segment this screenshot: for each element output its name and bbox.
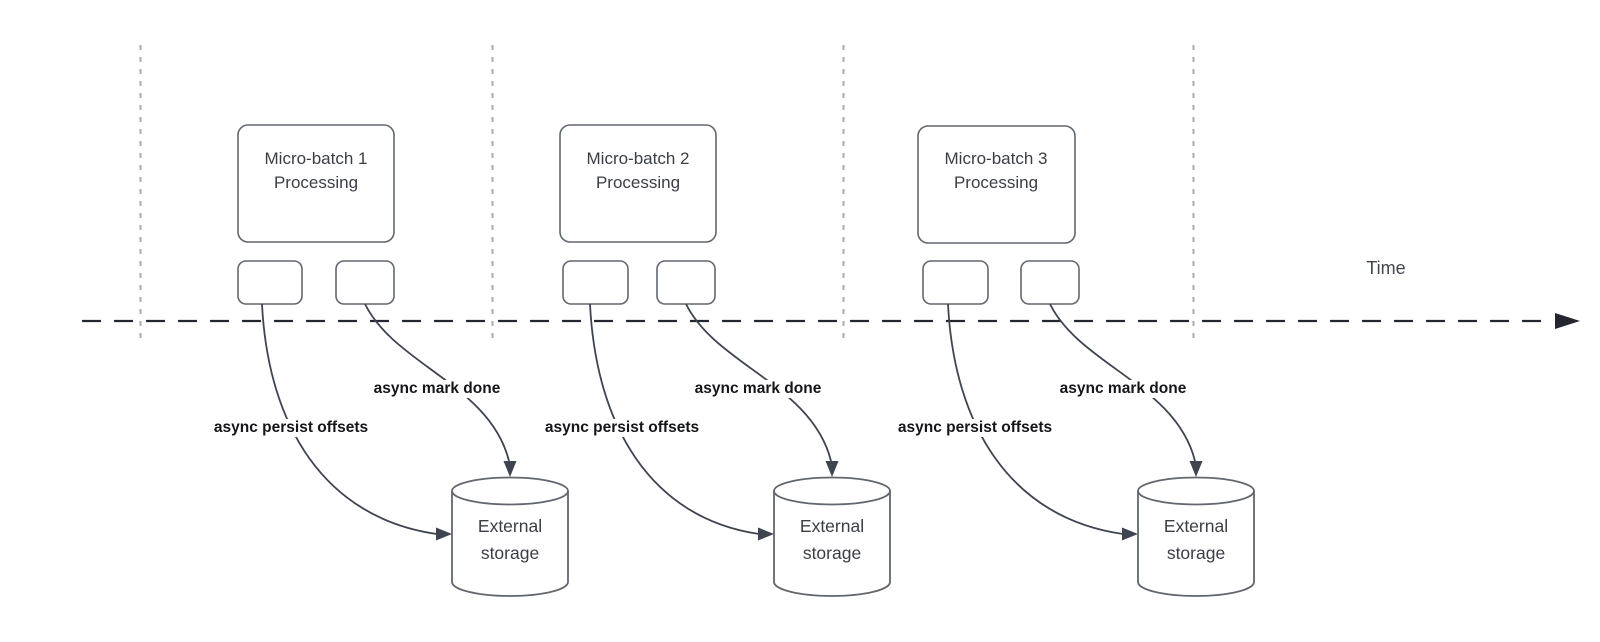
batch-3-persist-arrow [947, 303, 1124, 535]
time-axis-arrowhead-icon [1555, 313, 1580, 329]
external-storage-cylinder-3-body [1137, 491, 1255, 597]
external-storage-cylinder-1-top [451, 476, 569, 506]
batch-2-done-source-rect [656, 260, 716, 305]
batch-3-persist-offsets-label: async persist offsets [894, 419, 1056, 437]
batch-2-mark-done-label: async mark done [691, 380, 825, 398]
external-storage-cylinder-2-body [773, 491, 891, 597]
external-storage-cylinder-1-body [451, 491, 569, 597]
batch-2-persist-arrowhead-icon [758, 527, 774, 541]
external-storage-cylinder-3-top [1137, 476, 1255, 506]
batch-3-mark-done-label: async mark done [1056, 380, 1190, 398]
micro-batch-2-box [559, 124, 717, 243]
batch-1-mark-done-label: async mark done [370, 380, 504, 398]
micro-batch-1-group [237, 124, 569, 597]
micro-batch-1-title: Micro-batch 1 Processing [264, 149, 368, 192]
micro-batch-2-title: Micro-batch 2 Processing [586, 149, 690, 192]
time-axis-label: Time [1366, 258, 1406, 278]
micro-batch-3-box [917, 125, 1076, 244]
batch-3-persist-arrowhead-icon [1122, 527, 1138, 541]
batch-3-done-arrowhead-icon [1189, 461, 1203, 477]
batch-1-done-source-rect [335, 260, 395, 305]
batch-3-persist-source-rect [922, 260, 989, 305]
batch-2-persist-source-rect [562, 260, 629, 305]
external-storage-label-2: External storage [799, 516, 865, 563]
batch-1-persist-offsets-label: async persist offsets [210, 419, 372, 437]
batch-1-persist-source-rect [237, 260, 303, 305]
external-storage-cylinder-2-top [773, 476, 891, 506]
micro-batch-3-group [917, 125, 1255, 597]
batch-2-persist-arrow [589, 303, 760, 535]
batch-3-done-arrow [1049, 303, 1196, 462]
external-storage-label-1: External storage [477, 516, 543, 563]
batch-2-done-arrow [685, 303, 832, 462]
batch-1-done-arrowhead-icon [503, 461, 517, 477]
micro-batch-3-title: Micro-batch 3 Processing [944, 149, 1048, 192]
external-storage-label-3: External storage [1163, 516, 1229, 563]
batch-3-done-source-rect [1020, 260, 1080, 305]
micro-batch-2-group [559, 124, 891, 597]
batch-2-persist-offsets-label: async persist offsets [541, 419, 703, 437]
batch-1-persist-arrowhead-icon [436, 527, 452, 541]
micro-batch-1-box [237, 124, 395, 243]
batch-2-done-arrowhead-icon [825, 461, 839, 477]
batch-1-done-arrow [364, 303, 510, 462]
batch-1-persist-arrow [261, 303, 438, 535]
